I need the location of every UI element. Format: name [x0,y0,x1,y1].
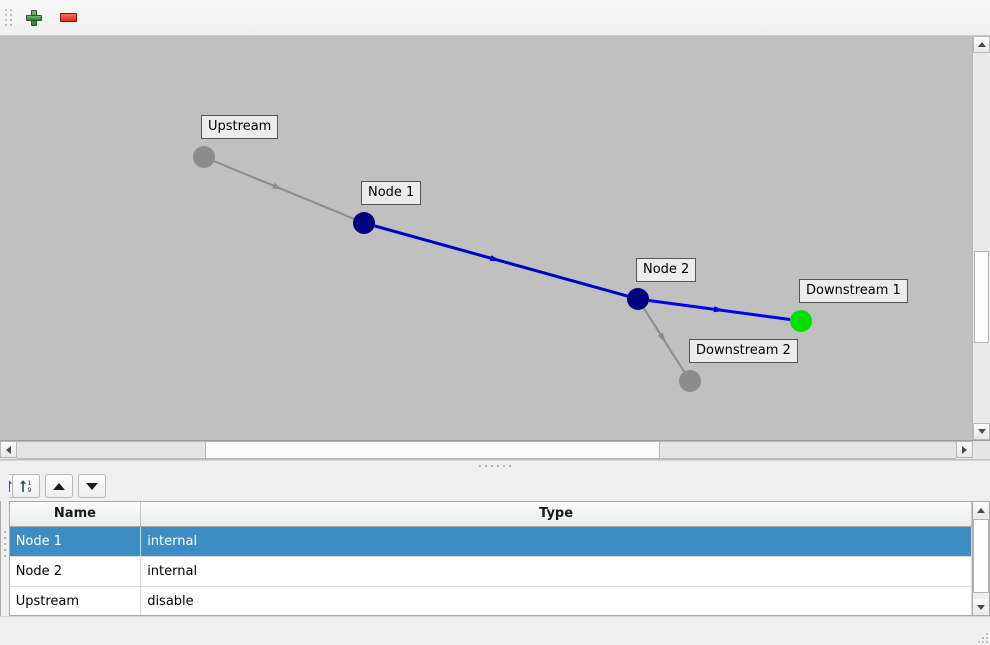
graph-edge-upstream-node1[interactable] [213,160,355,220]
graph-node-label-upstream[interactable]: Upstream [201,115,279,139]
graph-edge-arrow-node2-downstream1 [713,306,725,313]
graph-drawing [193,146,812,392]
nodes-vertical-scrollbar[interactable] [973,501,990,616]
graph-node-label-downstream1[interactable]: Downstream 1 [799,279,908,303]
hscroll-right-button[interactable] [956,441,973,458]
graph-node-node1[interactable] [353,212,375,234]
node-type: internal [140,526,972,557]
vscroll-track[interactable] [974,53,990,423]
nodes-sort-button[interactable]: 1 9 [11,474,40,498]
graph-node-downstream2[interactable] [679,370,701,392]
minus-icon [59,13,77,22]
remove-button[interactable] [51,3,85,33]
nodes-vscroll-up-button[interactable] [973,502,988,518]
splitter-grip-icon [3,530,6,557]
nodes-col-name[interactable]: Name [9,502,142,527]
node-type: disable [140,586,972,615]
triangle-right-icon [962,445,967,454]
plus-icon [26,9,42,26]
node-name: Node 2 [9,556,142,587]
vscroll-thumb[interactable] [974,251,989,343]
graph-node-downstream1[interactable] [790,310,812,332]
canvas-horizontal-scrollbar[interactable] [0,441,990,460]
graph-node-label-downstream2[interactable]: Downstream 2 [689,339,798,363]
toolbar-drag-grip[interactable] [3,7,13,29]
graph-node-upstream[interactable] [193,146,215,168]
triangle-down-icon [85,482,98,490]
nodes-move-up-button[interactable] [44,474,73,498]
add-button[interactable] [17,3,51,33]
main-toolbar [0,0,990,36]
node-name: Upstream [9,586,142,615]
vscroll-down-button[interactable] [973,423,990,440]
graph-node-label-node2[interactable]: Node 2 [636,258,697,282]
nodes-table-header-row: Name Type [9,502,972,527]
canvas-vertical-scrollbar[interactable] [972,36,990,440]
window-resize-grip-icon[interactable] [976,631,988,643]
svg-text:1: 1 [27,480,31,487]
nodes-vscroll-thumb[interactable] [973,519,989,593]
svg-text:9: 9 [27,487,31,494]
graph-node-node2[interactable] [627,288,649,310]
node-type: internal [140,556,972,587]
graph-edge-arrow-node2-downstream2 [657,332,667,344]
graph-edge-arrow-upstream-node1 [272,182,284,190]
hscroll-thumb[interactable] [205,441,660,459]
graph-node-label-node1[interactable]: Node 1 [361,181,422,205]
nodes-vscroll-down-button[interactable] [973,599,988,615]
triangle-up-icon [52,482,65,490]
triangle-down-icon [976,604,985,610]
nodes-move-down-button[interactable] [77,474,106,498]
vscroll-up-button[interactable] [973,36,990,53]
horizontal-splitter[interactable] [0,460,990,471]
triangle-up-icon [977,42,986,47]
edges-table-container[interactable]: Name Source node Destination node Node 1… [0,501,1,616]
nodes-col-type[interactable]: Type [140,502,972,527]
status-bar [0,616,990,645]
triangle-left-icon [6,445,11,454]
nodes-panel: 1 9 Name [8,471,990,616]
splitter-grip-icon [479,465,511,467]
node-name: Node 1 [9,526,142,557]
graph-edge-arrow-node1-node2 [489,255,502,262]
triangle-up-icon [976,507,985,513]
triangle-down-icon [977,429,986,434]
bottom-panels: 1 9 Name Source node [0,471,990,616]
nodes-toolbar: 1 9 [9,471,990,501]
hscroll-left-button[interactable] [0,441,17,458]
vertical-splitter[interactable] [0,471,9,616]
sort-ascending-icon: 1 9 [19,480,31,494]
